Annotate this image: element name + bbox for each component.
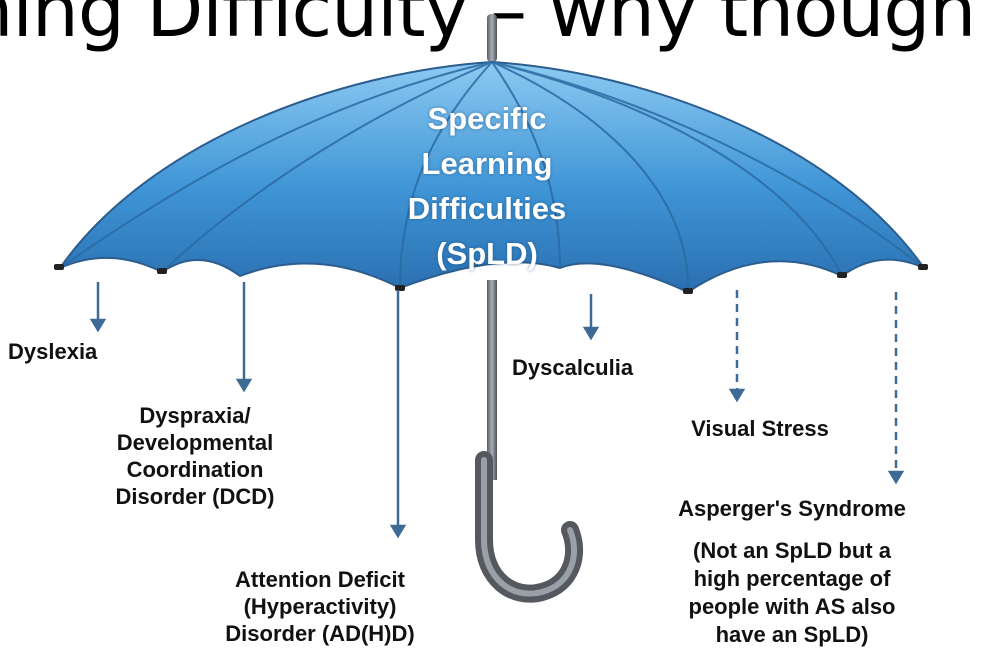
label-asperger-title: Asperger's Syndrome [600,495,984,522]
label-line: Asperger's Syndrome [600,495,984,522]
label-line: Attention Deficit [160,566,480,593]
label-line: (Not an SpLD but a [600,537,984,565]
label-line: have an SpLD) [600,621,984,649]
umbrella-tip [487,14,497,62]
label-line: Visual Stress [660,415,860,442]
label-line: Dyscalculia [512,354,633,381]
umbrella-shaft [487,280,497,480]
center-line: Specific [372,96,602,141]
center-line: Learning [372,141,602,186]
label-line: Dyslexia [8,338,97,365]
label-visual-stress: Visual Stress [660,415,860,442]
umbrella-handle [484,460,574,594]
label-line: Developmental [60,429,330,456]
label-dyscalculia: Dyscalculia [512,354,633,381]
label-line: Coordination [60,456,330,483]
label-adhd: Attention Deficit (Hyperactivity) Disord… [160,566,480,647]
label-asperger-note: (Not an SpLD but a high percentage of pe… [600,537,984,649]
center-line: (SpLD) [372,231,602,276]
label-line: Disorder (DCD) [60,483,330,510]
center-line: Difficulties [372,186,602,231]
label-dyslexia: Dyslexia [8,338,97,365]
umbrella-center-text: Specific Learning Difficulties (SpLD) [372,96,602,276]
label-dyspraxia: Dyspraxia/ Developmental Coordination Di… [60,402,330,510]
label-line: people with AS also [600,593,984,621]
label-line: high percentage of [600,565,984,593]
label-line: Dyspraxia/ [60,402,330,429]
label-line: Disorder (AD(H)D) [160,620,480,647]
label-line: (Hyperactivity) [160,593,480,620]
